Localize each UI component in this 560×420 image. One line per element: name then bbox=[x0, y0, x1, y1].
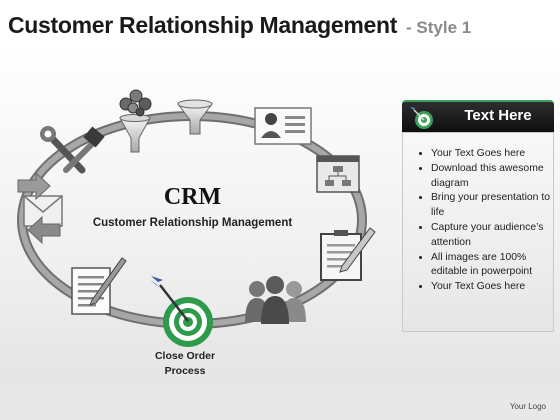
crm-heading: CRM bbox=[163, 184, 222, 210]
target-dart-icon bbox=[150, 276, 213, 347]
mail-arrows-icon bbox=[17, 171, 63, 245]
bullet-list: Your Text Goes here Download this awesom… bbox=[403, 147, 553, 295]
panel-body: Your Text Goes here Download this awesom… bbox=[402, 132, 554, 332]
list-item: All images are 100% editable in powerpoi… bbox=[431, 251, 553, 281]
money-funnel-icon bbox=[119, 89, 152, 153]
page-title: Customer Relationship Management - Style… bbox=[8, 4, 471, 41]
people-group-icon bbox=[245, 276, 306, 324]
footer-logo: Your Logo bbox=[509, 402, 546, 411]
clipboard-pen-icon bbox=[320, 227, 376, 281]
close-order-line1: Close Order bbox=[154, 350, 216, 362]
crm-subheading: Customer Relationship Management bbox=[92, 217, 293, 229]
panel-title: Text Here bbox=[464, 107, 532, 124]
close-order-line2: Process bbox=[164, 365, 206, 377]
crm-center-label: CRM Customer Relationship Management bbox=[70, 184, 315, 229]
panel-header: Text Here bbox=[402, 100, 554, 132]
list-item: Capture your audience’s attention bbox=[431, 221, 553, 251]
list-item: Your Text Goes here bbox=[431, 147, 553, 162]
funnel-icon bbox=[177, 99, 213, 135]
target-dart-icon bbox=[410, 107, 433, 129]
list-item: Download this awesome diagram bbox=[431, 162, 553, 192]
list-item: Your Text Goes here bbox=[431, 280, 553, 295]
title-style: - Style 1 bbox=[406, 18, 472, 37]
sitemap-window-icon bbox=[316, 155, 360, 193]
contact-card-icon bbox=[254, 107, 312, 145]
close-order-label: Close Order Process bbox=[130, 349, 240, 379]
text-panel: Text Here Your Text Goes here Download t… bbox=[402, 100, 554, 332]
document-pen-icon bbox=[71, 257, 127, 315]
title-main: Customer Relationship Management bbox=[8, 12, 398, 38]
list-item: Bring your presentation to life bbox=[431, 191, 553, 221]
tools-icon bbox=[40, 126, 105, 174]
